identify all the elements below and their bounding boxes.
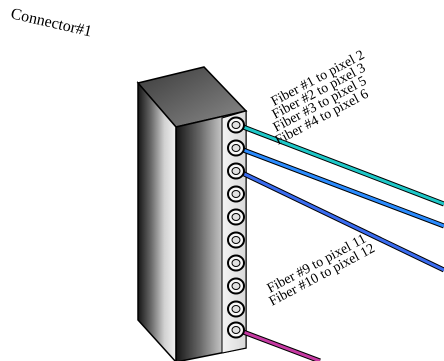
- optical-port-icon: [227, 321, 245, 339]
- optical-port-icon: [227, 277, 245, 295]
- optical-port-icon: [227, 231, 245, 249]
- optical-port-column: [227, 116, 245, 339]
- fiber-cable-icon: [237, 328, 321, 361]
- optical-port-icon: [227, 254, 245, 272]
- fiber-cable-icon: [237, 123, 444, 206]
- optical-port-icon: [227, 300, 245, 318]
- connector-title: Connector#1: [9, 5, 93, 40]
- optical-port-icon: [227, 185, 245, 203]
- fiber-label-group: Fiber #1 to pixel 2 Fiber #2 to pixel 3 …: [265, 48, 378, 310]
- fiber-cable-icon: [237, 146, 444, 228]
- optical-port-icon: [227, 139, 245, 157]
- optical-port-icon: [227, 162, 245, 180]
- optical-port-icon: [227, 208, 245, 226]
- fiber-cable-icon: [237, 169, 444, 272]
- fiber-cables: [236, 122, 444, 361]
- optical-port-icon: [227, 116, 245, 134]
